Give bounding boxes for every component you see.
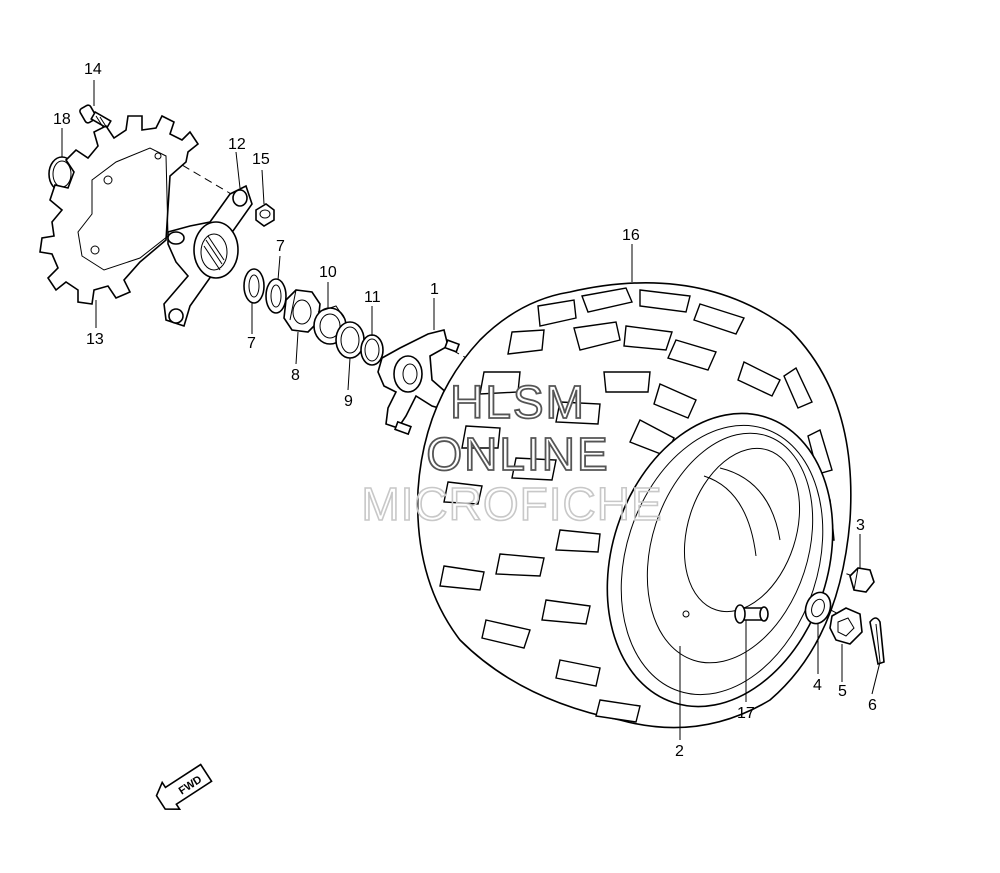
sprocket-part-13 [39, 114, 200, 305]
snap-ring-part-11 [360, 334, 384, 366]
label-part-6: 6 [868, 697, 877, 714]
label-part-7-bottom: 7 [247, 335, 256, 352]
label-part-18: 18 [53, 111, 71, 128]
forward-direction-indicator: FWD [155, 763, 213, 811]
label-part-3: 3 [856, 517, 865, 534]
label-part-12: 12 [228, 136, 246, 153]
label-part-11: 11 [364, 289, 381, 306]
cap-nut-part-3 [849, 567, 875, 593]
cotter-pin-part-6 [869, 617, 885, 666]
label-part-1: 1 [430, 281, 439, 298]
washer-part-7-left [243, 268, 265, 304]
label-part-8: 8 [291, 367, 300, 384]
washer-part-7-right [265, 278, 287, 314]
wheel-hub-part-1 [377, 329, 461, 436]
tire-tread-blocks [439, 287, 835, 723]
watermark-line-3: MICROFICHE [361, 478, 662, 530]
label-part-5: 5 [838, 683, 847, 700]
watermark: HLSM ONLINE MICROFICHE [361, 375, 663, 531]
washer-part-4 [804, 591, 832, 625]
label-part-15: 15 [252, 151, 270, 168]
nut-part-15 [255, 203, 275, 227]
bolt-part-14 [79, 104, 112, 130]
part-number-labels: 14 18 12 15 13 7 7 8 10 9 11 1 16 3 4 5 … [53, 61, 877, 760]
watermark-line-2: ONLINE [426, 428, 609, 480]
label-part-16: 16 [622, 227, 640, 244]
fwd-arrow-icon [155, 763, 213, 811]
label-part-13: 13 [86, 331, 104, 348]
valve-part-17 [734, 604, 769, 624]
castle-nut-part-5 [829, 607, 863, 645]
label-part-10: 10 [319, 264, 337, 281]
leader-lines [61, 80, 881, 740]
label-part-7-top: 7 [276, 238, 285, 255]
label-part-9: 9 [344, 393, 353, 410]
label-part-2: 2 [675, 743, 684, 760]
label-part-4: 4 [813, 677, 822, 694]
seal-part-9 [335, 321, 365, 359]
watermark-line-1: HLSM [450, 376, 586, 428]
rim-part-2 [606, 412, 834, 708]
label-part-17: 17 [737, 705, 755, 722]
label-part-14: 14 [84, 61, 102, 78]
hub-part-12 [163, 184, 253, 328]
